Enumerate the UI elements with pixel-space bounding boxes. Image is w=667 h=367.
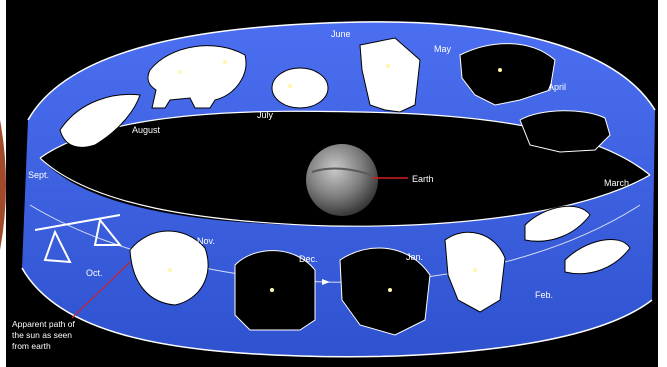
star	[168, 268, 172, 272]
month-label-jan: Jan.	[406, 252, 423, 262]
star	[288, 84, 292, 88]
earth-globe	[306, 144, 378, 216]
month-label-march: March	[604, 178, 629, 188]
annotation-line-3: from earth	[12, 341, 51, 351]
star	[223, 60, 227, 64]
star	[178, 70, 182, 74]
earth-label: Earth	[412, 174, 434, 184]
cancer-figure	[272, 68, 328, 108]
month-label-august: August	[132, 125, 161, 135]
star	[473, 268, 477, 272]
month-label-may: May	[434, 44, 452, 54]
aries-figure	[520, 111, 610, 152]
month-label-nov: Nov.	[197, 236, 215, 246]
month-label-feb: Feb.	[535, 290, 553, 300]
star	[270, 288, 274, 292]
annotation-line-1: Apparent path of	[12, 319, 75, 329]
annotation-line-2: the sun as seen	[12, 330, 72, 340]
star	[386, 64, 390, 68]
month-label-oct: Oct.	[86, 268, 103, 278]
month-label-dec: Dec.	[299, 254, 318, 264]
month-label-june: June	[331, 29, 351, 39]
star	[498, 68, 502, 72]
month-label-sept: Sept.	[28, 170, 49, 180]
star	[388, 288, 392, 292]
month-label-april: April	[548, 82, 566, 92]
month-label-july: July	[257, 110, 274, 120]
